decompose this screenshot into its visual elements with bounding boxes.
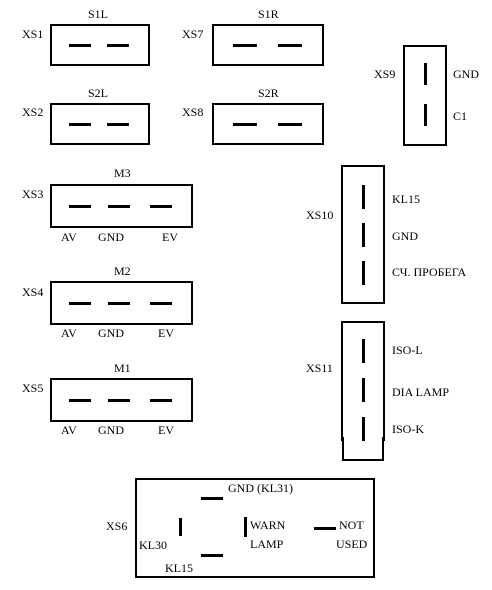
xs6-pin-gnd-kl31: GND (KL31) [228,481,293,495]
xs10-pin-kl15: KL15 [392,192,420,206]
xs8-pin-1 [233,123,257,126]
xs4-pin-gnd: GND [98,326,124,340]
xs3-pin-1 [69,205,91,208]
xs9-pin-c1: C1 [453,109,468,123]
xs4-pin-3 [150,302,172,305]
xs10-pin-odometer: СЧ. ПРОБЕГА [392,265,467,279]
xs11-pin-2 [362,378,365,402]
xs1-pin-2 [107,44,129,47]
xs5-title: M1 [114,361,131,375]
xs4-title: M2 [114,264,131,278]
xs1-connector [50,24,150,66]
xs2-label: XS2 [22,105,44,119]
xs5-pin-ev: EV [158,423,174,437]
xs4-pin-2 [108,302,130,305]
xs6-pin-not-used [314,527,336,530]
xs5-pin-2 [108,399,130,402]
xs11-pin-iso-l: ISO-L [392,343,423,357]
xs2-pin-2 [107,123,129,126]
xs1-title: S1L [88,7,109,21]
xs3-pin-3 [150,205,172,208]
xs7-label: XS7 [182,27,204,41]
xs11-pin-1 [362,339,365,363]
xs3-pin-gnd: GND [98,230,124,244]
xs1-pin-1 [69,44,91,47]
xs6-pin-warn [244,517,247,537]
xs8-pin-2 [278,123,302,126]
xs3-pin-av: AV [61,230,77,244]
xs9-pin-1 [424,63,427,85]
xs2-connector [50,103,150,145]
xs8-connector [212,103,324,145]
xs6-pin-left [179,518,182,536]
xs11-pin-iso-k: ISO-K [392,422,424,436]
xs10-pin-gnd: GND [392,229,418,243]
xs8-label: XS8 [182,105,204,119]
xs6-pin-top [201,497,223,500]
xs5-pin-3 [150,399,172,402]
xs9-pin-2 [424,104,427,126]
xs7-connector [212,24,324,66]
xs5-pin-av: AV [61,423,77,437]
xs6-pin-warn-line-1: WARN [250,518,286,532]
xs2-pin-1 [69,123,91,126]
xs9-pin-gnd: GND [453,67,479,81]
xs7-title: S1R [258,7,279,21]
xs10-pin-1 [362,185,365,209]
xs10-pin-3 [362,261,365,285]
xs10-pin-2 [362,223,365,247]
xs6-pin-kl30: KL30 [139,538,167,552]
xs9-connector [403,45,447,146]
xs1-label: XS1 [22,27,44,41]
xs4-label: XS4 [22,285,44,299]
xs6-pin-warn-line-2: LAMP [250,537,284,551]
xs9-label: XS9 [374,67,396,81]
xs3-pin-ev: EV [162,230,178,244]
xs4-pin-ev: EV [158,326,174,340]
xs4-pin-1 [69,302,91,305]
xs7-pin-1 [233,44,257,47]
xs11-label: XS11 [306,361,333,375]
xs11-pin-dia-lamp: DIA LAMP [392,385,450,399]
xs3-title: M3 [114,166,131,180]
xs6-pin-not-used-line-2: USED [336,537,368,551]
xs8-title: S2R [258,86,279,100]
xs6-pin-kl15: KL15 [165,561,193,575]
xs3-label: XS3 [22,187,44,201]
xs5-pin-gnd: GND [98,423,124,437]
xs7-pin-2 [278,44,302,47]
xs6-pin-bottom [201,554,223,557]
xs10-label: XS10 [306,208,334,222]
xs6-label: XS6 [106,519,128,533]
xs6-pin-not-used-line-1: NOT [339,518,364,532]
xs11-pin-3 [362,417,365,441]
xs2-title: S2L [88,86,109,100]
xs5-pin-1 [69,399,91,402]
xs3-pin-2 [108,205,130,208]
xs4-pin-av: AV [61,326,77,340]
xs5-label: XS5 [22,381,44,395]
